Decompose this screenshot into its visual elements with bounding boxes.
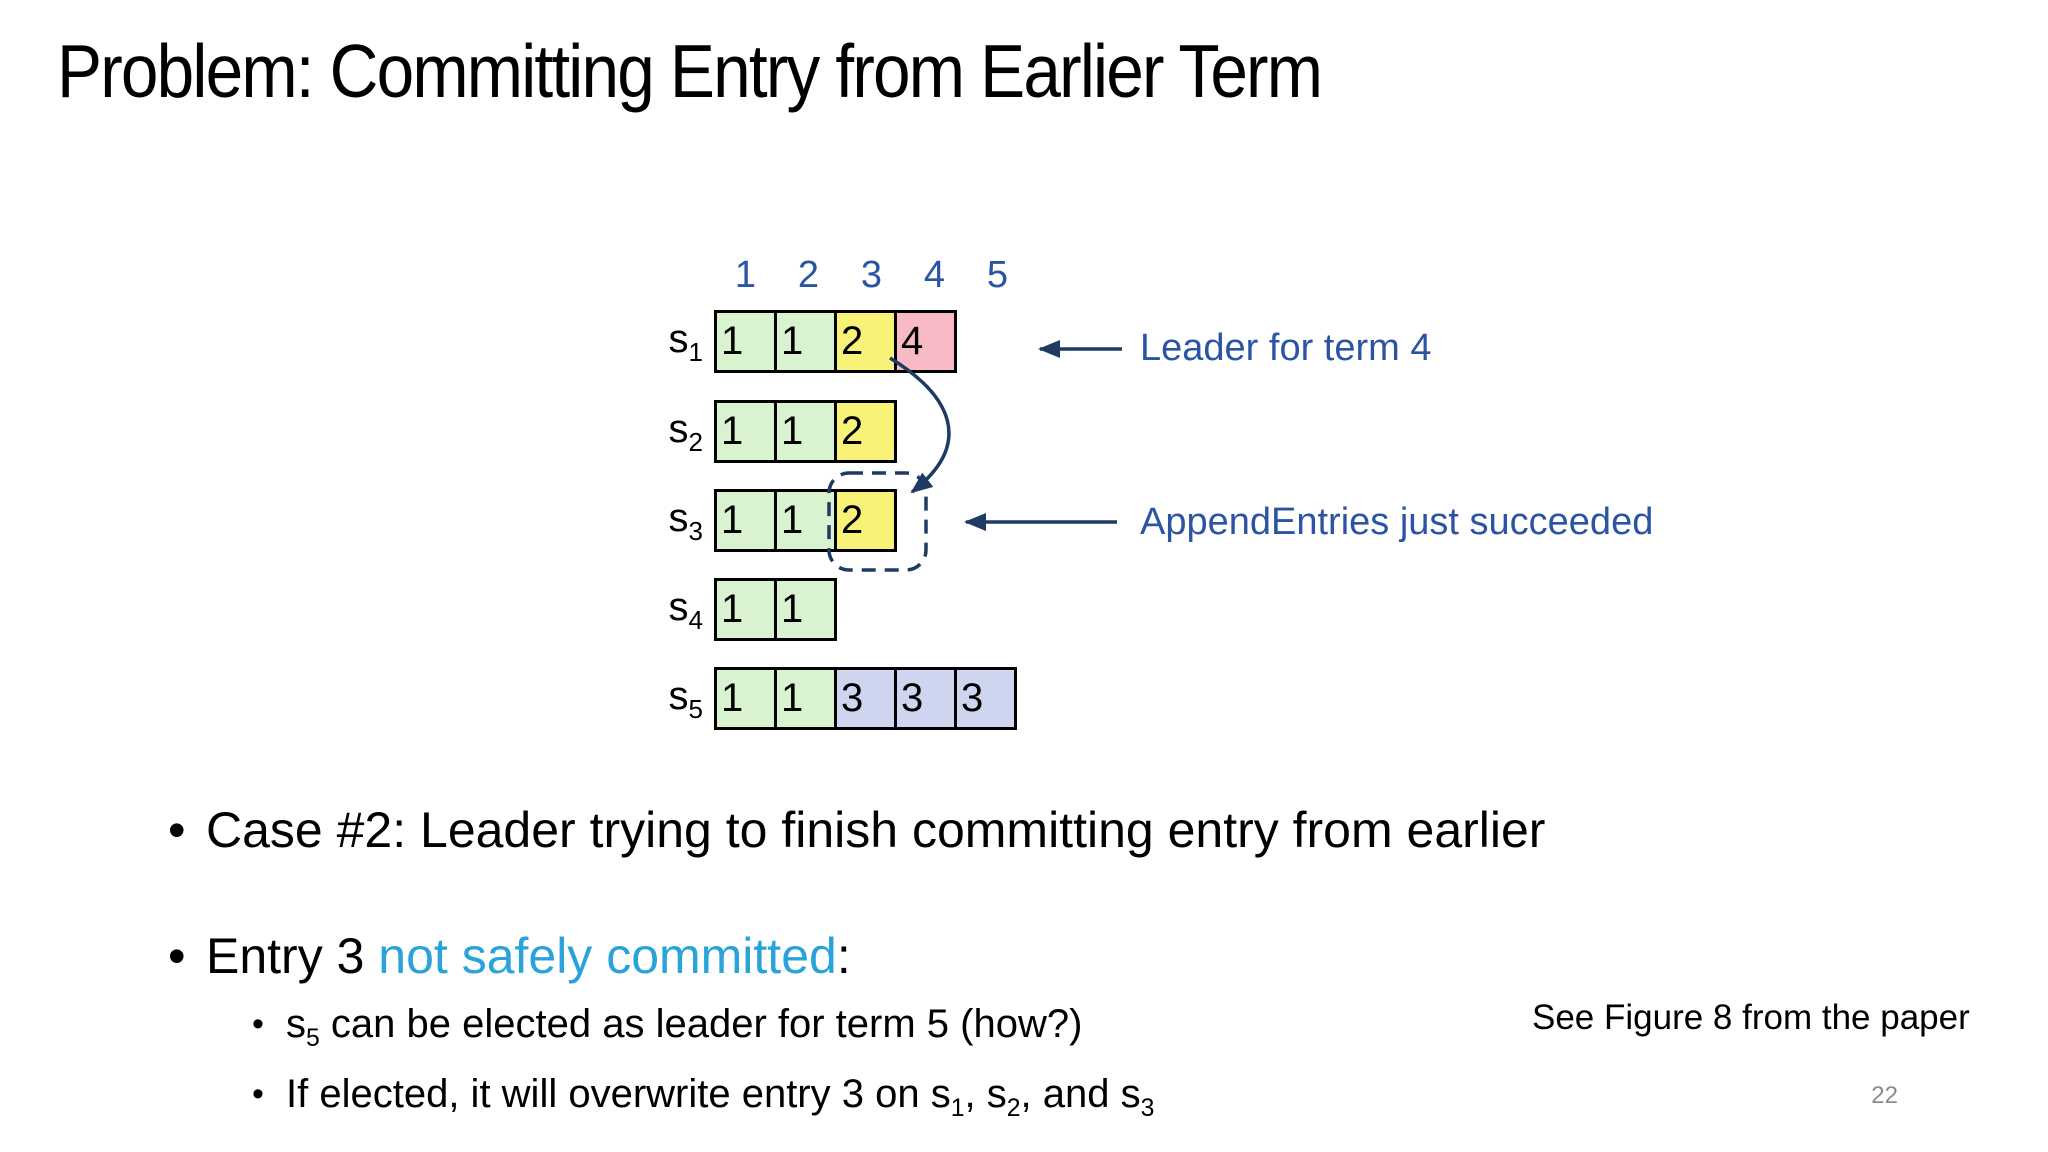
server-label-s3: s3 [668,495,703,546]
log-cell: 1 [774,400,837,463]
log-cell: 1 [774,667,837,730]
sub-bullet-1-text: s5 can be elected as leader for term 5 (… [286,1000,1082,1052]
log-cell: 1 [714,400,777,463]
sub-bullet-s5-elected: • s5 can be elected as leader for term 5… [252,1000,1082,1052]
slide-title: Problem: Committing Entry from Earlier T… [57,29,1323,113]
log-index-label: 4 [923,254,946,296]
sub-bullet-2-part: If elected, it will overwrite entry 3 on… [286,1072,951,1116]
entry3-highlight: not safely committed [378,928,837,984]
log-cell: 2 [834,310,897,373]
log-cell: 1 [714,310,777,373]
bullet-entry3-text: Entry 3 not safely committed: [206,926,851,986]
bullet-dot: • [168,802,186,858]
log-cell: 3 [954,667,1017,730]
sub-bullet-2-part: , s [964,1072,1007,1116]
bullet-dot: • [252,1005,264,1043]
log-cell: 1 [774,578,837,641]
page-number: 22 [1871,1082,1898,1109]
log-index-label: 3 [860,254,883,296]
entry3-prefix: Entry 3 [206,928,379,984]
server-label-s5: s5 [668,673,703,724]
sub-bullet-2-text: If elected, it will overwrite entry 3 on… [286,1070,1154,1122]
log-cell: 2 [834,489,897,552]
log-cell: 1 [714,489,777,552]
server-ref-sub: 5 [306,1025,320,1052]
entry3-suffix: : [836,928,851,984]
log-cell: 3 [894,667,957,730]
log-cell: 4 [894,310,957,373]
server-label-s1: s1 [668,316,703,367]
bullet-dot: • [252,1075,264,1113]
replication-curve-arrow [889,356,951,494]
log-index-label: 5 [986,254,1009,296]
log-index-label: 1 [734,254,757,296]
server-label-s4: s4 [668,584,703,635]
annotation-leader-for-term-4: Leader for term 4 [1140,327,1432,369]
log-cell: 1 [714,578,777,641]
sub-bullet-2-part: , and s [1020,1072,1141,1116]
server-ref-sub: 1 [950,1095,965,1122]
log-cell: 2 [834,400,897,463]
sub-bullet-overwrite: • If elected, it will overwrite entry 3 … [252,1070,1154,1122]
log-cell: 3 [834,667,897,730]
sub-bullet-1-rest: can be elected as leader for term 5 (how… [319,1002,1083,1046]
bullet-case2: • Case #2: Leader trying to finish commi… [168,800,1545,860]
side-note: See Figure 8 from the paper [1532,998,1970,1037]
server-ref-sub: 2 [1006,1095,1021,1122]
server-ref-sub: 3 [1140,1095,1155,1122]
server-label-s2: s2 [668,406,703,457]
log-cell: 1 [774,310,837,373]
log-index-header: 1 2 3 4 5 [714,254,1029,297]
server-ref: s [286,1002,306,1046]
bullet-dot: • [168,928,186,984]
annotation-append-entries: AppendEntries just succeeded [1140,501,1654,543]
log-index-label: 2 [797,254,820,296]
log-cell: 1 [714,667,777,730]
bullet-entry3: • Entry 3 not safely committed: [168,926,851,986]
log-cell: 1 [774,489,837,552]
bullet-case2-text: Case #2: Leader trying to finish committ… [206,802,1546,858]
